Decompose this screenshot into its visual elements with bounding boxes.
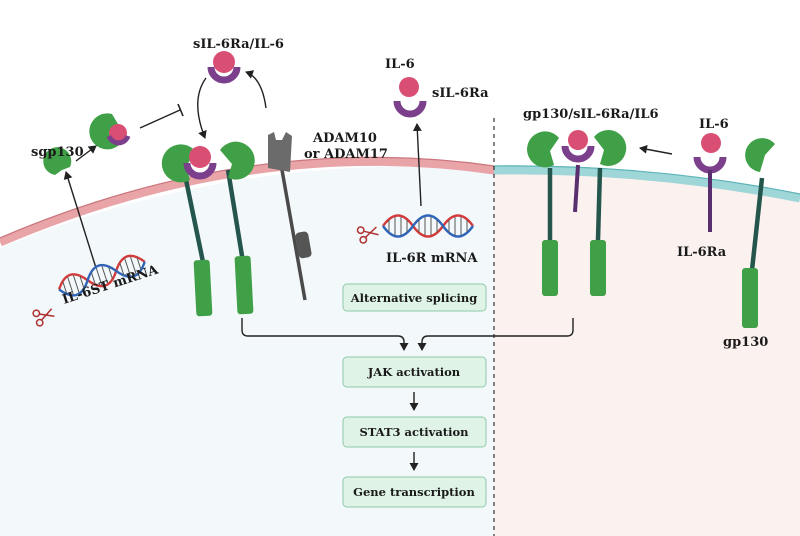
inhibition-line <box>139 109 181 129</box>
adam-label-line1: ADAM10 <box>312 131 377 146</box>
adam-label-line2: or ADAM17 <box>304 147 388 162</box>
il6-label-mid: IL-6 <box>385 57 415 72</box>
stat3-box: STAT3 activation <box>342 416 487 448</box>
alt-splicing-text: Alternative splicing <box>350 291 478 305</box>
stat3-text: STAT3 activation <box>359 425 469 439</box>
gp130-label-right: gp130 <box>723 335 768 350</box>
mrna-to-sil6ra-arrow <box>412 123 422 207</box>
cell-membrane-left <box>0 156 494 247</box>
sgp130-to-complex-arrow <box>75 145 97 162</box>
sgp130-protein <box>43 147 72 175</box>
gp130-dimer-left <box>161 141 255 317</box>
background-right <box>494 170 800 536</box>
jak-text: JAK activation <box>367 365 461 379</box>
membrane-gp130-right <box>742 138 775 328</box>
trans-arrow-down <box>197 77 207 139</box>
adam-protease <box>268 132 312 301</box>
bracket-right <box>417 318 574 351</box>
il6-protein-mid <box>399 77 419 97</box>
cell-membrane-right <box>494 165 800 203</box>
il6-label-right: IL-6 <box>699 117 729 132</box>
bracket-left <box>241 318 409 351</box>
alt-splicing-box: Alternative splicing <box>342 283 487 312</box>
mrna-to-sgp130-arrow <box>63 171 97 269</box>
sil6ra-il6-label-top: sIL-6Ra/IL-6 <box>193 37 284 52</box>
sil6ra-protein-mid <box>393 100 427 118</box>
sgp130-label: sgp130 <box>31 145 84 160</box>
sgp130-complex <box>89 113 131 150</box>
gene-text: Gene transcription <box>353 485 475 499</box>
il6ra-label-right: IL-6Ra <box>677 245 727 260</box>
shedding-arrow <box>245 70 267 109</box>
il6-binding-arrow <box>639 144 673 155</box>
sil6ra-label-mid: sIL-6Ra <box>432 86 489 101</box>
il6r-mrna-label: IL-6R mRNA <box>386 251 478 266</box>
gp130-dimer-right <box>527 130 627 296</box>
membrane-il6ra <box>693 133 727 232</box>
gene-box: Gene transcription <box>342 476 487 508</box>
jak-box: JAK activation <box>342 356 487 388</box>
sil6ra-il6-complex-top <box>207 51 241 84</box>
gp130-complex-label: gp130/sIL-6Ra/IL6 <box>523 107 659 122</box>
